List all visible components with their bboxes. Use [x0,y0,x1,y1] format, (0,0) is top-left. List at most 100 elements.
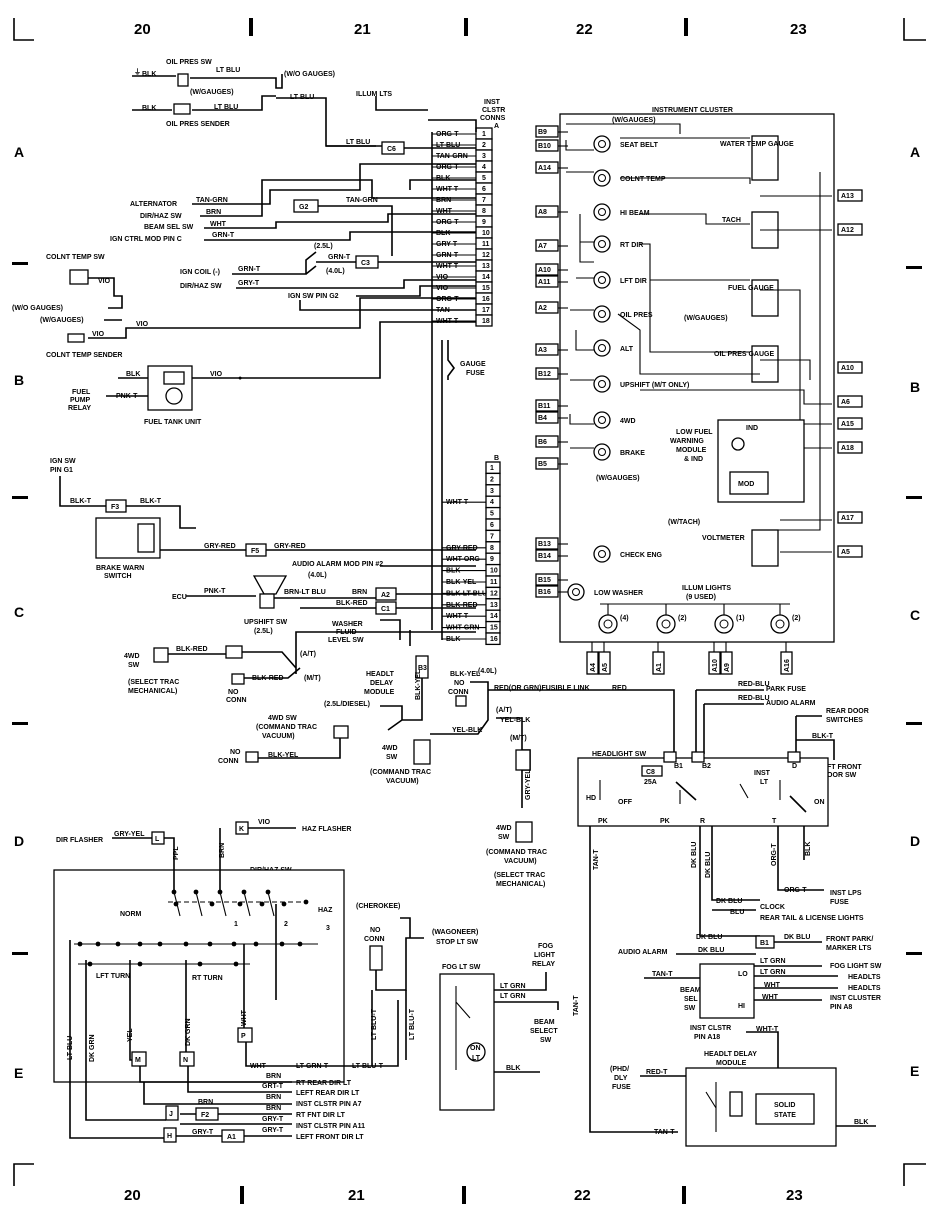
wire-label: BRN [266,1105,281,1112]
condition-label: (W/GAUGES) [596,475,640,482]
lamp-label: ALT [620,346,634,353]
row-label: A [14,144,24,160]
zone-label: 20 [124,1187,141,1204]
pin-label: A10 [712,659,719,672]
zone-label: 20 [134,21,151,38]
label: SW [386,754,398,761]
wire-label: DK BLU [705,852,712,878]
pin-number: 1 [482,131,486,138]
condition-label: (M/T) [510,735,527,742]
wire-label: BLK [126,371,140,378]
label: LO [738,971,748,978]
wire-label: LT BLU-T [371,1008,378,1040]
zone-label: 21 [354,21,371,38]
label: RED(OR GRN)FUSIBLE LINK [494,685,590,692]
label: SWITCHES [826,717,863,724]
wire-label: RED-T [646,1069,668,1076]
cluster-pin [837,417,863,430]
lamp-filament [598,310,606,318]
label: LEFT FRONT DIR LT [296,1134,364,1141]
connector-title: INST [484,99,501,106]
lamp-filament [572,588,580,596]
connector-h [163,1127,177,1143]
connector-label: F5 [251,548,259,555]
lamp-label: BRAKE [620,450,645,457]
wire-label: BRN-LT BLU [284,589,326,596]
wire-label: LT BLU [214,104,238,111]
label: REAR DOOR [826,708,869,715]
illum-bulb [714,614,734,634]
label: INST CLUSTER [830,995,881,1002]
condition-label: (4.0L) [326,268,345,275]
connector-col-b: B [494,455,499,462]
oil-pres-sender-label: OIL PRES SENDER [166,121,230,128]
wire-label: BLK [854,1119,868,1126]
cluster-pin [837,545,863,558]
switch-blade [243,891,251,917]
label: INST CLSTR [690,1025,731,1032]
label: LT [472,1055,481,1062]
front-park-circuit: DK BLU B1 DK BLU FRONT PARK/ MARKER LTS … [618,934,873,956]
ground-icon: ⏚ [134,68,141,76]
pin-label: B13 [538,541,551,548]
wire-label: BRN [206,209,221,216]
label: LEFT REAR DIR LT [296,1090,360,1097]
label: INST CLSTR PIN A11 [296,1123,365,1130]
gauge-label: WATER TEMP GAUGE [720,141,794,148]
cluster-connector-b: 1234WHT-T5678GRY-RED9WHT-ORG10BLK11BLK-Y… [442,461,501,646]
pin-number: 3 [490,488,494,495]
condition-label: (W/GAUGES) [40,317,84,324]
wire-label: BLK [142,105,156,112]
brake-warn-circuit: IGN SW PIN G1 F3 BLK-T BLK-T BRAKE WARN … [50,458,476,580]
label: DIR/HAZ SW [180,283,222,290]
label: 2 [284,921,288,928]
illum-filament [719,619,729,629]
wire-label: VIO [92,331,105,338]
wire-label: RED [612,685,627,692]
pin-number: 6 [482,186,486,193]
gauge-box [751,135,779,181]
lamp-bulb [593,339,611,357]
label: FOG [538,943,554,950]
connector-label: A1 [227,1134,236,1141]
label: RT TURN [192,975,223,982]
pin-label: A14 [538,165,551,172]
row-label: C [14,604,24,620]
pin-label: A8 [538,209,547,216]
wire-label: GRY-T [262,1116,284,1123]
lamp-bulb [567,583,585,601]
label: CONN [364,936,385,943]
lamp-bulb [593,545,611,563]
label: BRAKE WARN [96,565,144,572]
connector-label: C6 [387,146,396,153]
label: INST [754,770,771,777]
wire-label: GRY-YEL [114,831,145,838]
zone-label: 23 [786,1187,803,1204]
wire-label: VIO [210,371,223,378]
label: DIR/HAZ SW [140,213,182,220]
lamp-filament [598,550,606,558]
pin-label: A1 [656,663,663,672]
pin-number: 9 [490,556,494,563]
wire-label: GRY-T [192,1129,214,1136]
gauge-label: FUEL GAUGE [728,285,774,292]
wire-label: DK GRN [89,1034,96,1062]
label: RT REAR DIR LT [296,1080,352,1087]
illum-count: (2) [678,615,687,622]
row-label: E [14,1065,23,1081]
pin-label: B6 [538,439,547,446]
gauge-box [751,529,779,567]
condition-label: (2.5L/DIESEL) [324,701,370,708]
label: AUDIO ALARM [618,949,668,956]
row-label: B [14,372,24,388]
illum-bulb [770,614,790,634]
row-label: B [910,379,920,395]
cluster-pin [837,223,863,236]
cluster-pin [837,189,863,202]
connector-m [131,1051,147,1067]
lamp-label: 4WD [620,418,636,425]
connector-label: C1 [381,606,390,613]
pin-label: A10 [841,365,854,372]
row-label: D [910,833,920,849]
